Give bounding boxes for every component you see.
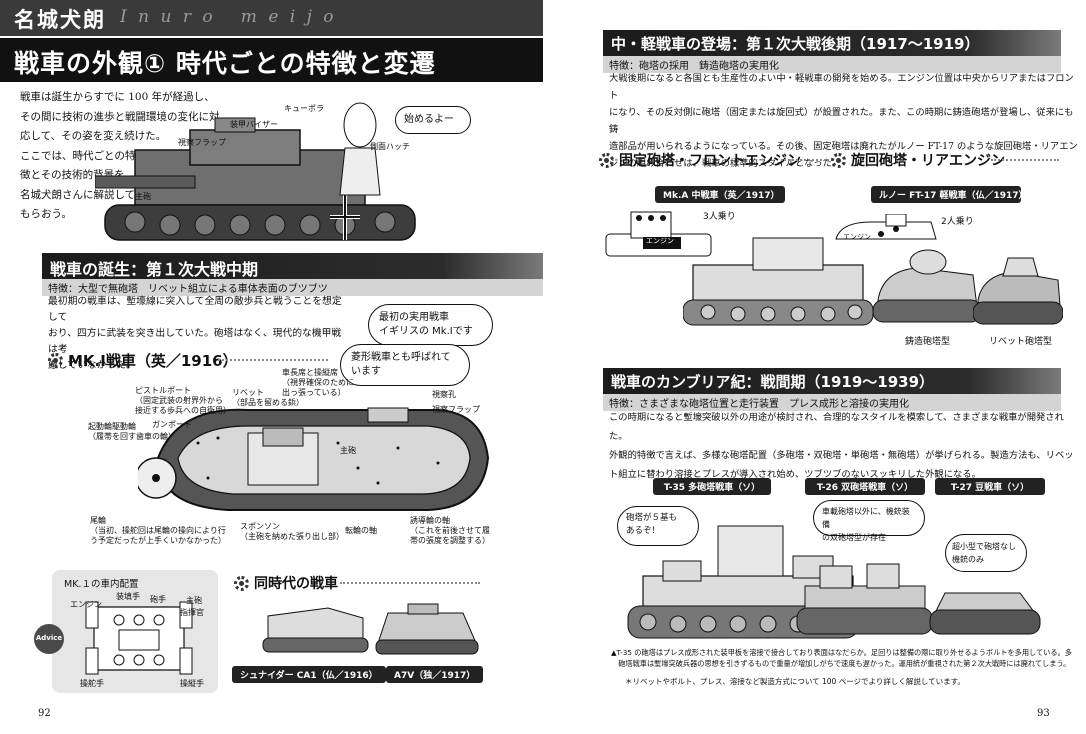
bubble-t35: 砲塔が５基も あるぞ！ xyxy=(617,506,699,546)
ft17-rivet-illustration xyxy=(973,257,1063,325)
header-band xyxy=(0,0,543,36)
panzer-illustration xyxy=(95,102,416,241)
ft17-schematic xyxy=(835,214,937,240)
section2-body: 大戦後期になると各国とも生産性のよい中・軽戦車の開発を始める。エンジン位置は中央… xyxy=(609,73,1078,169)
section2-title-band xyxy=(603,30,1061,56)
bubble-rhombus: 菱形戦車とも呼ばれて います xyxy=(340,344,470,386)
layout-commander: 指揮官 xyxy=(180,608,204,617)
contemporary-dots xyxy=(340,582,480,584)
label-cupola: キューポラ xyxy=(284,104,324,113)
advice-label: Advice xyxy=(35,634,63,642)
left-page: 名城犬朗 I n u r o m e i j o 戦車の外観① 時代ごとの特徴と… xyxy=(0,0,543,719)
mk1-label-idler: 誘導輪の軸 （これを前後させて履 帯の張度を調整する） xyxy=(410,516,490,545)
t27-tag: T-27 豆戦車（ソ） xyxy=(935,478,1045,495)
layout-driver: 操舵手 xyxy=(80,679,104,688)
mk1-label-sponson: スポンソン （主砲を納めた張り出し部） xyxy=(240,522,344,541)
mk1-label-tail: 尾輪 （当初、操舵回は尾輪の操向により行 う予定だったが上手くいかなかった） xyxy=(90,516,226,545)
mk1-label-vision-flap: 視察フラップ xyxy=(432,405,480,414)
page-number-right: 93 xyxy=(1037,708,1050,719)
gear-icon xyxy=(48,353,63,368)
bubble-t26: 車載砲塔以外に、機銃装備 の双砲塔型が存在 xyxy=(813,500,925,542)
header-roman: I n u r o m e i j o xyxy=(120,7,337,27)
section1-body: 最初期の戦車は、塹壕線に突入して全周の敵歩兵と戦うことを想定して おり、四方に武… xyxy=(48,296,342,371)
label-visor: 装甲バイザー xyxy=(230,120,278,129)
ft17-engine-label: エンジン xyxy=(843,233,871,241)
rotating-heading: 旋回砲塔・リアエンジン xyxy=(831,150,1005,170)
mk1-label-commander: 車長席と操縦席 （視界確保のために 出っ張っている） xyxy=(282,368,354,397)
main-title: 戦車の外観① 時代ごとの特徴と変遷 xyxy=(14,49,436,78)
mk1-heading-text: MK.Ⅰ戦車（英／1916） xyxy=(68,352,238,370)
main-title-band xyxy=(0,38,543,82)
mk1-heading: MK.Ⅰ戦車（英／1916） xyxy=(48,350,238,371)
mk1-label-road-wheel: 転輪の軸 xyxy=(345,526,377,535)
note-t35: ▲T-35 の砲塔はプレス成形された装甲板を溶接で接合しており表面はなだらか。足… xyxy=(611,648,1072,668)
mk1-illustration xyxy=(138,407,490,511)
mka-illustration xyxy=(683,237,874,326)
page-number-left: 92 xyxy=(38,708,51,719)
gear-icon xyxy=(234,575,249,591)
t27-illustration xyxy=(929,592,1041,635)
t26-illustration xyxy=(796,563,933,635)
mk1-label-drive-wheel: 起動輪駆動輪 （履帯を回す歯車の輪） xyxy=(88,422,176,441)
cast-turret-label: 鋳造砲塔型 xyxy=(905,337,951,347)
bubble-first-tank: 最初の実用戦車 イギリスの Mk.Ⅰです xyxy=(368,304,493,346)
section3-title: 戦車のカンブリア紀：戦間期（1919～1939） xyxy=(611,373,935,391)
fixed-dots xyxy=(781,159,829,161)
a7v-illustration xyxy=(375,603,479,655)
layout-box-title: MK.１の車内配置 xyxy=(64,579,139,590)
mk1-label-observation-hole: 視察孔 xyxy=(432,390,456,399)
label-vision-flap: 視察フラップ xyxy=(178,138,226,147)
note-rivet: ＊リベットやボルト、プレス、溶接など製造方式について 100 ページでより詳しく… xyxy=(625,677,965,686)
mka-schematic xyxy=(605,211,712,257)
gear-icon xyxy=(599,152,614,168)
advice-badge xyxy=(34,624,64,654)
gear-icon xyxy=(831,152,846,168)
t35-tag: T-35 多砲塔戦車（ソ） xyxy=(653,478,771,495)
ft17-tag: ルノー FT-17 軽戦車（仏／1917） xyxy=(871,186,1028,203)
rotating-heading-text: 旋回砲塔・リアエンジン xyxy=(851,153,1005,169)
label-main-gun-1: 主砲 xyxy=(135,192,151,201)
header-name: 名城犬朗 xyxy=(14,7,106,32)
section1-features: 特徴：大型で無砲塔 リベット組立による車体表面のブツブツ xyxy=(42,279,543,296)
layout-loader: 装填手 xyxy=(116,592,140,601)
contemporary-heading-text: 同時代の戦車 xyxy=(254,576,338,592)
mk1-label-gun-port: ガンポート xyxy=(152,420,192,429)
schneider-tag: シュナイダー CA1（仏／1916） xyxy=(232,666,386,683)
label-side-hatch: 側面ハッチ xyxy=(370,142,410,151)
rivet-turret-label: リベット砲塔型 xyxy=(989,337,1053,347)
mka-tag: Mk.A 中戦車（英／1917） xyxy=(655,186,785,203)
section3-title-band xyxy=(603,368,1061,394)
schneider-illustration xyxy=(262,607,369,653)
rotating-dots xyxy=(991,159,1059,161)
layout-pilot: 操縦手 xyxy=(180,679,204,688)
crew2: 2人乗り xyxy=(941,217,974,227)
section3-features: 特徴：さまざまな砲塔位置と走行装置 プレス成形と溶接の実用化 xyxy=(603,394,1061,411)
right-page: 中・軽戦車の登場：第１次大戦後期（1917～1919） 特徴：砲塔の採用 鋳造砲… xyxy=(543,0,1086,734)
mk1-label-pistol-port: ピストルポート （固定武装の射界外から 接近する歩兵への自衛用） xyxy=(135,386,231,415)
layout-gunner: 砲手 xyxy=(150,595,166,604)
ft17-cast-illustration xyxy=(873,249,982,323)
speech-start: 始めるよー xyxy=(395,106,471,134)
fixed-heading: 固定砲塔・フロントエンジン xyxy=(599,150,801,170)
layout-diagram xyxy=(85,601,193,675)
layout-engine: エンジン xyxy=(70,600,102,609)
mk1-label-main-gun: 主砲 xyxy=(340,446,356,455)
mk1-heading-dots xyxy=(218,359,328,361)
mka-engine-label: エンジン xyxy=(646,237,674,245)
section3-body: この時期になると塹壕突破以外の用途が検討され、合理的なスタイルを模索して、さまざ… xyxy=(609,412,1074,480)
mk1-label-rivet: リベット （部品を留める鋲） xyxy=(232,388,304,407)
t26-tag: T-26 双砲塔戦車（ソ） xyxy=(805,478,925,495)
section2-title: 中・軽戦車の登場：第１次大戦後期（1917～1919） xyxy=(611,35,980,53)
layout-main-gun: 主砲 xyxy=(186,596,202,605)
fixed-heading-text: 固定砲塔・フロントエンジン xyxy=(619,153,801,169)
a7v-tag: A7V（独／1917） xyxy=(386,666,484,683)
section1-title: 戦車の誕生：第１次大戦中期 xyxy=(50,260,259,279)
section2-features: 特徴：砲塔の採用 鋳造砲塔の実用化 xyxy=(603,56,1061,73)
crew3: 3人乗り xyxy=(703,212,736,222)
bubble-t27: 超小型で砲塔なし 機銃のみ xyxy=(945,534,1027,572)
contemporary-heading: 同時代の戦車 xyxy=(234,573,338,593)
section1-title-band xyxy=(42,253,543,279)
